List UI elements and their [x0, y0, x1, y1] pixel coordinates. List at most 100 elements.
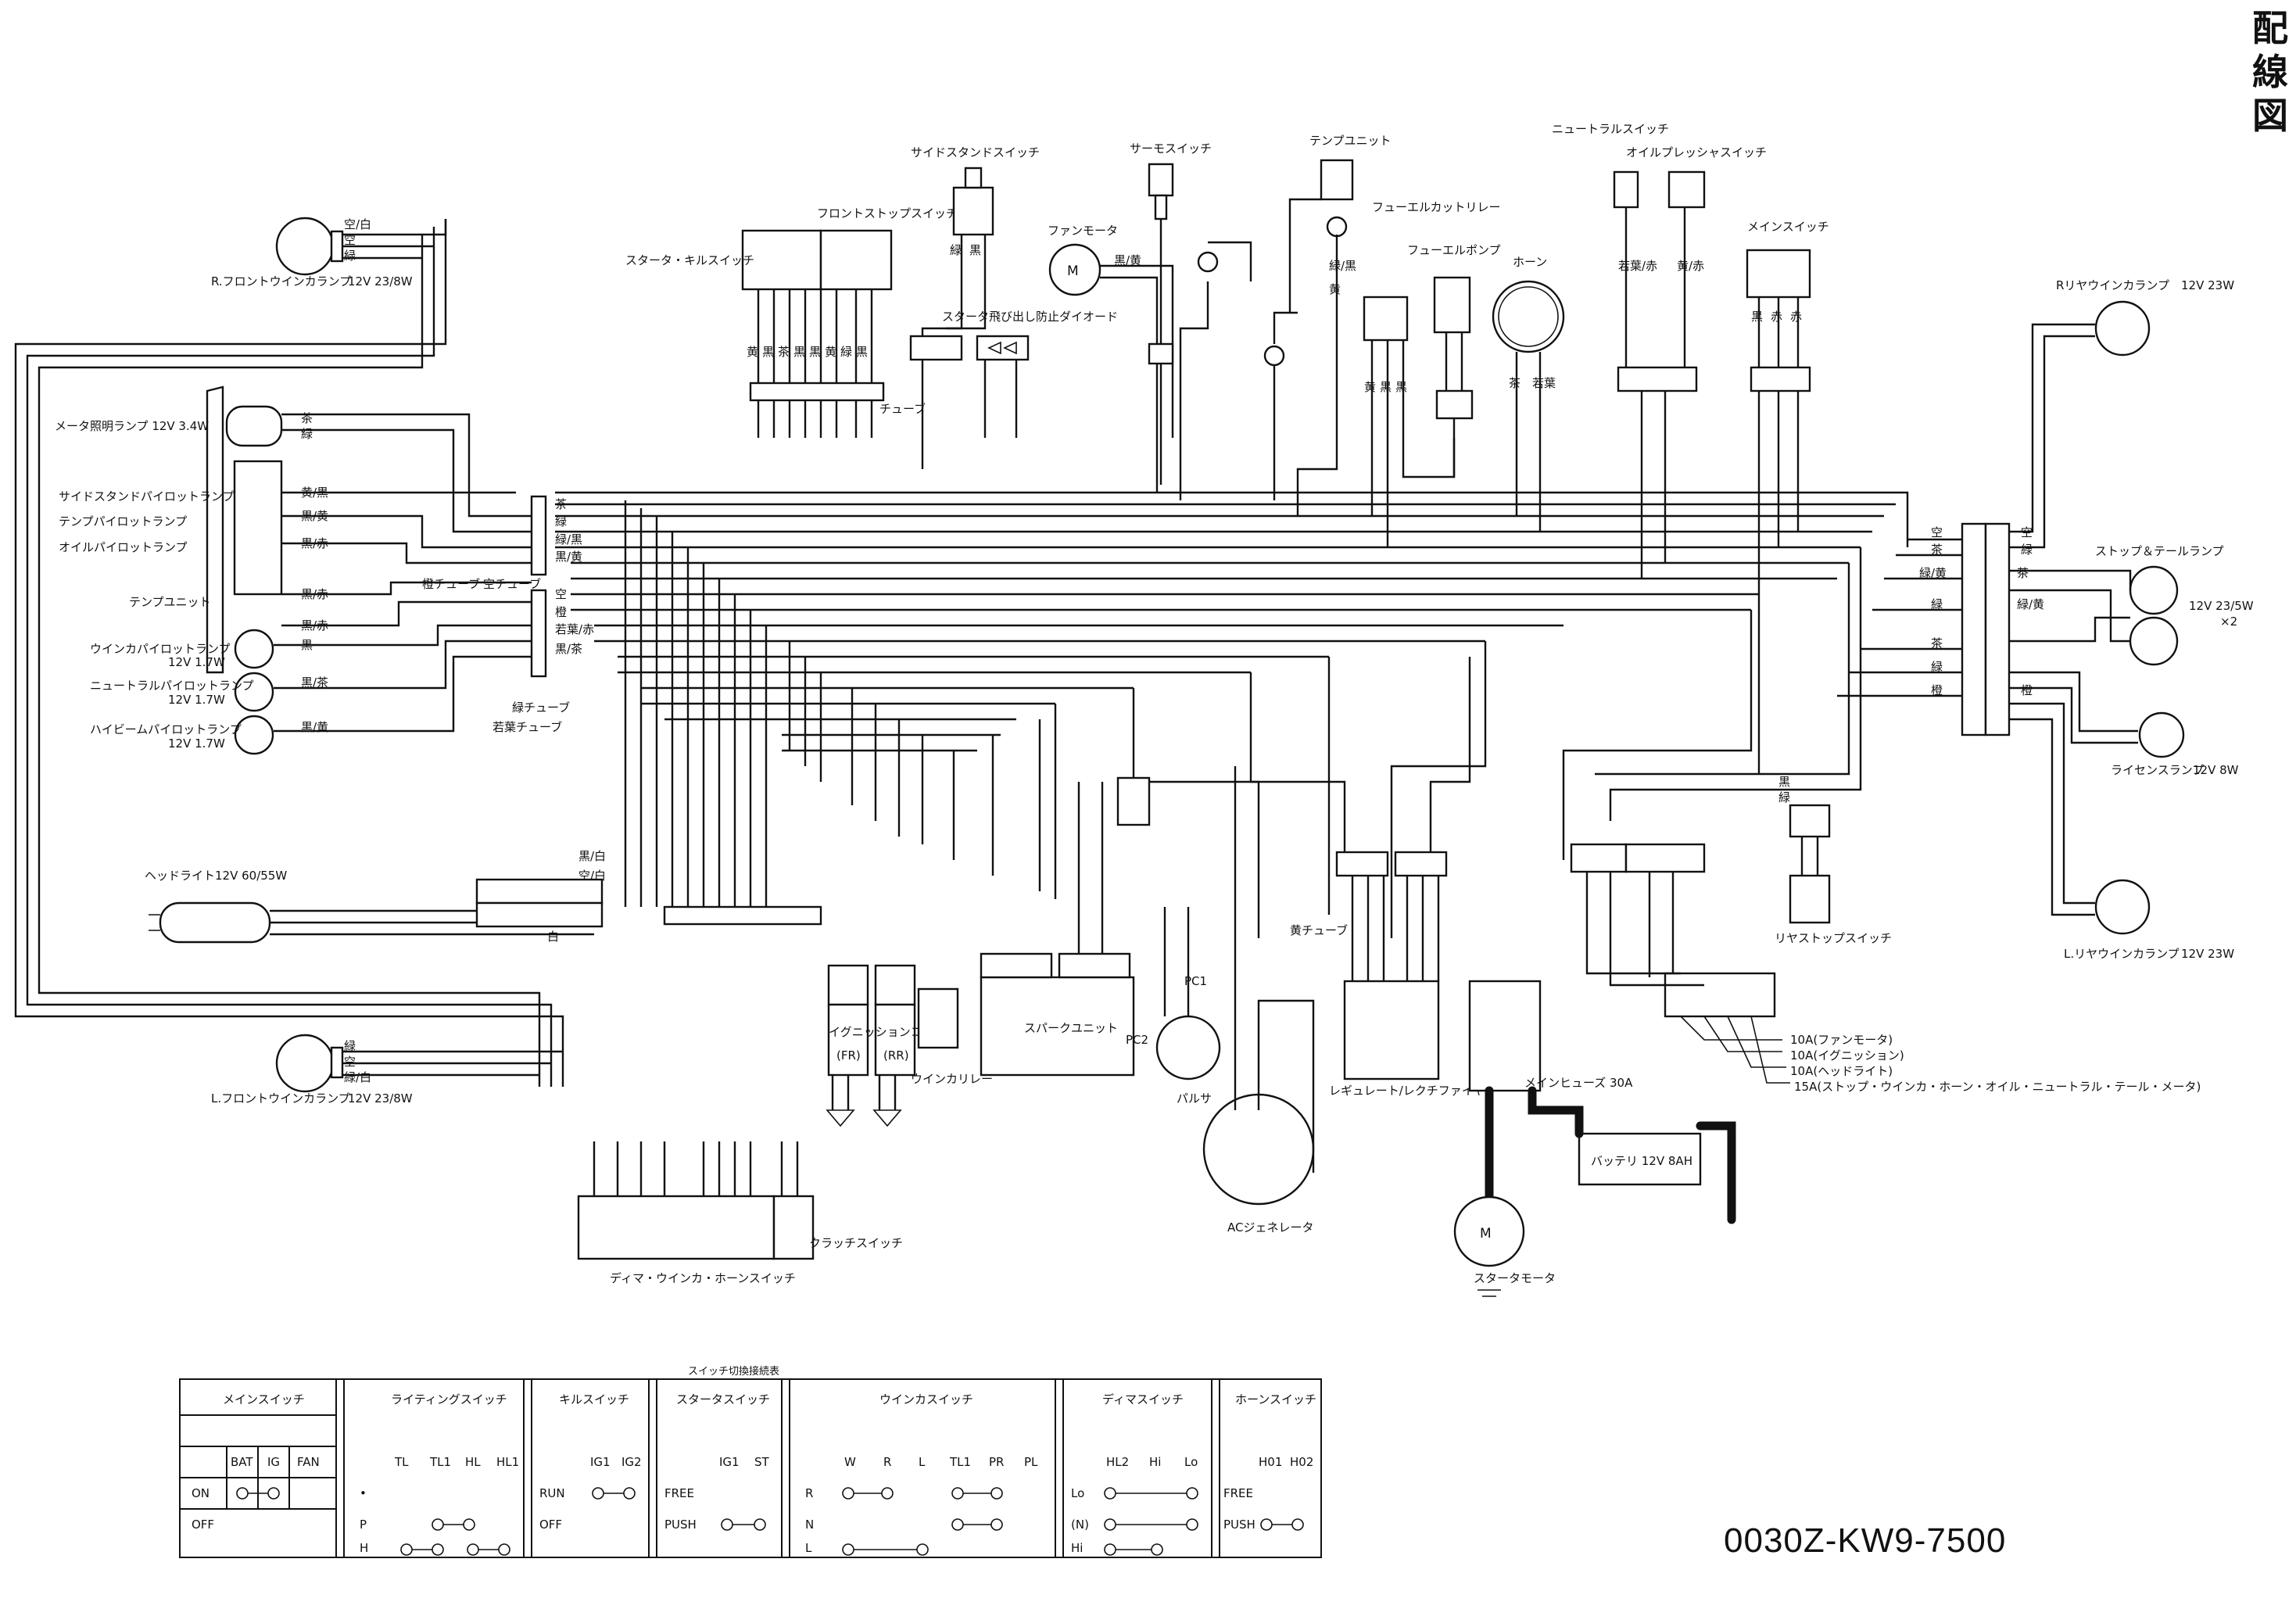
- table-col-header: IG1: [719, 1455, 740, 1469]
- wire-label: 黒/赤: [301, 536, 328, 550]
- main-switch: [1746, 249, 1811, 299]
- table-col-header: IG: [267, 1455, 280, 1469]
- table-col-header: IG2: [621, 1455, 642, 1469]
- wire-label: 緑: [950, 243, 962, 257]
- wire-label: 空/白: [344, 217, 371, 231]
- stop-tail-lamp-1: [2129, 565, 2179, 615]
- l-rear-winker-spec: 12V 23W: [2181, 947, 2234, 961]
- pc1-label: PC1: [1184, 974, 1207, 988]
- table-row-label: R: [805, 1486, 813, 1500]
- table-row-label: •: [360, 1486, 367, 1500]
- wire-label: 茶: [555, 497, 567, 511]
- pc2-label: PC2: [1126, 1033, 1148, 1047]
- table-col-header: HL1: [496, 1455, 519, 1469]
- tube-label: 橙チューブ: [422, 577, 480, 591]
- kill-switch-table-title: キルスイッチ: [559, 1392, 629, 1407]
- wire-label: 黒: [301, 638, 313, 652]
- connector-block: [980, 952, 1053, 979]
- starter-kill-switch-label: スタータ・キルスイッチ: [625, 253, 754, 267]
- pulser-label: パルサ: [1177, 1091, 1212, 1106]
- l-front-winker-bulb: [275, 1034, 335, 1093]
- main-switch-table-title: メインスイッチ: [223, 1392, 305, 1407]
- temp-unit-left-label: テンプユニット: [129, 595, 211, 609]
- wire-label: 黒: [856, 345, 868, 359]
- neutral-pilot-bulb: [234, 672, 274, 712]
- fuse-label: 10A(イグニッション): [1790, 1048, 1904, 1063]
- table-col-header: FAN: [297, 1455, 320, 1469]
- winker-pilot-label: ウインカパイロットランプ: [90, 642, 231, 656]
- regulator-rectifier: [1343, 980, 1440, 1080]
- table-row-label: FREE: [1223, 1486, 1253, 1500]
- wire-label: 若葉: [1532, 376, 1556, 390]
- charging-group: ACジェネレータ レギュレート/レクチファイヤ 黄チューブ メインヒューズ 30…: [1202, 766, 1736, 1297]
- starter-motor: [1453, 1195, 1525, 1267]
- r-front-winker-label: R.フロントウインカランプ: [211, 274, 351, 288]
- l-rear-winker-bulb: [2094, 879, 2151, 935]
- table-col-header: ST: [754, 1455, 770, 1469]
- fuse-box: [1664, 972, 1776, 1018]
- wire-label: 黒: [969, 243, 981, 257]
- wire-label: 空: [1931, 525, 1943, 539]
- ignition-coil-fr: [827, 1003, 869, 1077]
- connector-block: [1624, 843, 1706, 873]
- ignition-coil-rr: [874, 1003, 916, 1077]
- neutral-switch-label: ニュートラルスイッチ: [1552, 122, 1669, 136]
- highbeam-pilot-spec: 12V 1.7W: [168, 736, 225, 751]
- winker-switch-table-title: ウインカスイッチ: [879, 1392, 973, 1407]
- license-lamp-bulb: [2138, 711, 2185, 758]
- winker-relay-label: ウインカリレー: [911, 1072, 993, 1086]
- table-row-label: PUSH: [1223, 1518, 1255, 1532]
- horn-switch-table-title: ホーンスイッチ: [1235, 1392, 1316, 1407]
- wire-label: 橙: [2021, 683, 2033, 697]
- wire-label: 緑: [1931, 597, 1943, 611]
- main-switch-group: メインスイッチ 黒 赤 赤: [1746, 220, 1829, 594]
- stop-tail-qty: ×2: [2220, 615, 2237, 629]
- fuel-cut-relay-label: フューエルカットリレー: [1372, 200, 1501, 214]
- tube-label: チューブ: [879, 402, 926, 416]
- table-row-label: (N): [1071, 1518, 1089, 1532]
- page-title: 配線図: [2252, 7, 2288, 137]
- wire-label: 茶: [778, 345, 790, 359]
- wire-label: 茶: [1931, 636, 1943, 650]
- part-number: 0030Z-KW9-7500: [1724, 1521, 2007, 1560]
- license-lamp-spec: 12V 8W: [2193, 763, 2239, 777]
- neutral-pilot-spec: 12V 1.7W: [168, 693, 225, 707]
- wire-label: 黒/茶: [555, 642, 582, 656]
- side-stand-pilot-label: サイドスタンドパイロットランプ: [59, 489, 235, 503]
- starter-diode-label: スタータ飛び出し防止ダイオード: [942, 310, 1118, 324]
- fan-motor-label: ファンモータ: [1048, 224, 1118, 238]
- wire-label: 黄/黒: [301, 486, 328, 500]
- neutral-switch: [1613, 170, 1639, 209]
- connector-block: [1435, 389, 1474, 420]
- fan-motor: [1048, 243, 1101, 296]
- ac-generator: [1202, 1093, 1315, 1206]
- table-row-label: Hi: [1071, 1541, 1083, 1555]
- tube-label: 黄チューブ: [1290, 923, 1348, 937]
- table-col-header: R: [883, 1455, 891, 1469]
- temp-unit-group: テンプユニット 緑/黒 黄: [1263, 134, 1392, 516]
- oil-pressure-switch-label: オイルプレッシャスイッチ: [1626, 145, 1767, 159]
- fuel-cut-relay: [1363, 296, 1409, 342]
- meter-lamp-bulb: [225, 405, 283, 447]
- wire-label: 赤: [1790, 310, 1802, 324]
- neutral-pilot-label: ニュートラルパイロットランプ: [90, 679, 254, 693]
- temp-unit: [1320, 159, 1354, 201]
- headlight-bulb: [159, 901, 271, 944]
- fuse-box-group: 10A(ファンモータ) 10A(イグニッション) 10A(ヘッドライト) 15A…: [1570, 843, 2201, 1094]
- wire-label: 黒/黄: [1114, 253, 1141, 267]
- connector-block: [874, 964, 916, 1006]
- coil-fr-label: (FR): [836, 1048, 861, 1063]
- side-stand-switch: [952, 186, 994, 236]
- ignition-coil-label: イグニッションコイル: [829, 1025, 946, 1039]
- connector-block: [1335, 851, 1389, 877]
- wire-label: 黒/黄: [555, 550, 582, 564]
- headlight-label: ヘッドライト: [145, 869, 215, 883]
- wire-label: 緑: [344, 1039, 356, 1053]
- connector-block: [749, 382, 885, 402]
- fuse-label: 15A(ストップ・ウインカ・ホーン・オイル・ニュートラル・テール・メータ): [1794, 1080, 2201, 1094]
- dimmer-switch-label: ディマ・ウインカ・ホーンスイッチ: [610, 1271, 796, 1285]
- table-row-label: OFF: [539, 1518, 562, 1532]
- connector-block: [1570, 843, 1628, 873]
- coil-rr-label: (RR): [883, 1048, 909, 1063]
- ignition-group: イグニッションコイル (FR) (RR) ウインカリレー スパークユニット パル…: [663, 776, 1221, 1127]
